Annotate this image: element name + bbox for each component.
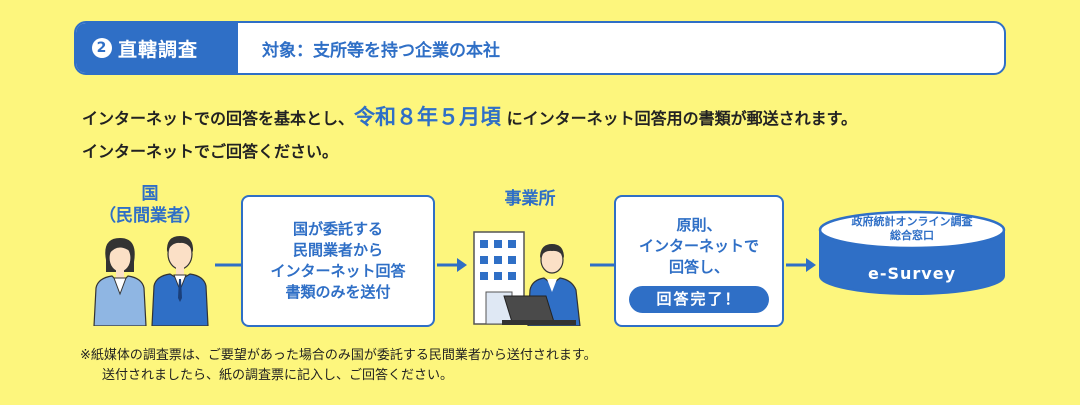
business-people-illustration: [93, 236, 209, 326]
esurvey-caption: 政府統計オンライン調査 総合窓口: [818, 215, 1006, 243]
header-label: 2 直轄調査: [76, 23, 238, 73]
database-cylinder-icon: [818, 210, 1006, 295]
box1-line-2: 民間業者から: [292, 241, 383, 259]
box1-line-3: インターネット回答: [270, 262, 406, 280]
arrow-right-icon: [786, 258, 816, 272]
flow-box-answer: 原則、 インターネットで 回答し、 回答完了！: [614, 195, 784, 327]
esurvey-caption-line-2: 総合窓口: [890, 229, 934, 242]
box2-line-1: 原則、: [676, 216, 722, 234]
lead-date-highlight: 令和８年５月頃: [354, 105, 502, 129]
woman-figure-icon: [93, 238, 147, 326]
section-header: 2 直轄調査 対象：支所等を持つ企業の本社: [74, 21, 1006, 75]
footnote-line-2: 送付されましたら、紙の調査票に記入し、ご回答ください。: [102, 368, 454, 383]
footnote: ※紙媒体の調査票は、ご要望があった場合のみ国が委託する民間業者から送付されます。…: [80, 346, 597, 386]
lead-suffix: にインターネット回答用の書類が郵送されます。: [506, 109, 857, 128]
esurvey-caption-line-1: 政府統計オンライン調査: [851, 215, 973, 228]
section-number: 2: [92, 38, 112, 58]
footnote-line-1: ※紙媒体の調査票は、ご要望があった場合のみ国が委託する民間業者から送付されます。: [80, 348, 597, 363]
section-target: 対象：支所等を持つ企業の本社: [262, 40, 500, 61]
lead-prefix: インターネットでの回答を基本とし、: [82, 109, 355, 128]
arrow-right-icon: [437, 258, 467, 272]
man-figure-icon: [151, 236, 209, 326]
office-label: 事業所: [504, 189, 556, 209]
office-worker-illustration: [473, 231, 581, 326]
box2-line-3: 回答し、: [668, 258, 729, 276]
arrow-right-icon: [215, 263, 241, 267]
country-label-line-2: （民間業者）: [99, 206, 201, 226]
flow-box-send: 国が委託する 民間業者から インターネット回答 書類のみを送付: [241, 195, 435, 327]
lead-line-1: インターネットでの回答を基本とし、令和８年５月頃 にインターネット回答用の書類が…: [82, 101, 1042, 135]
arrow-right-icon: [590, 263, 614, 267]
box2-line-2: インターネットで: [638, 237, 759, 255]
country-label: 国 （民間業者）: [86, 183, 214, 227]
esurvey-portal: 政府統計オンライン調査 総合窓口 e-Survey: [818, 210, 1006, 296]
section-title: 直轄調査: [118, 38, 199, 61]
box1-line-1: 国が委託する: [292, 220, 383, 238]
worker-at-laptop-icon: [502, 244, 581, 326]
esurvey-name: e-Survey: [867, 264, 956, 283]
lead-text: インターネットでの回答を基本とし、令和８年５月頃 にインターネット回答用の書類が…: [82, 101, 1042, 168]
box1-line-4: 書類のみを送付: [285, 283, 391, 301]
country-label-line-1: 国: [141, 184, 159, 204]
lead-line-2: インターネットでご回答ください。: [82, 142, 339, 161]
answer-complete-badge: 回答完了！: [629, 286, 769, 313]
